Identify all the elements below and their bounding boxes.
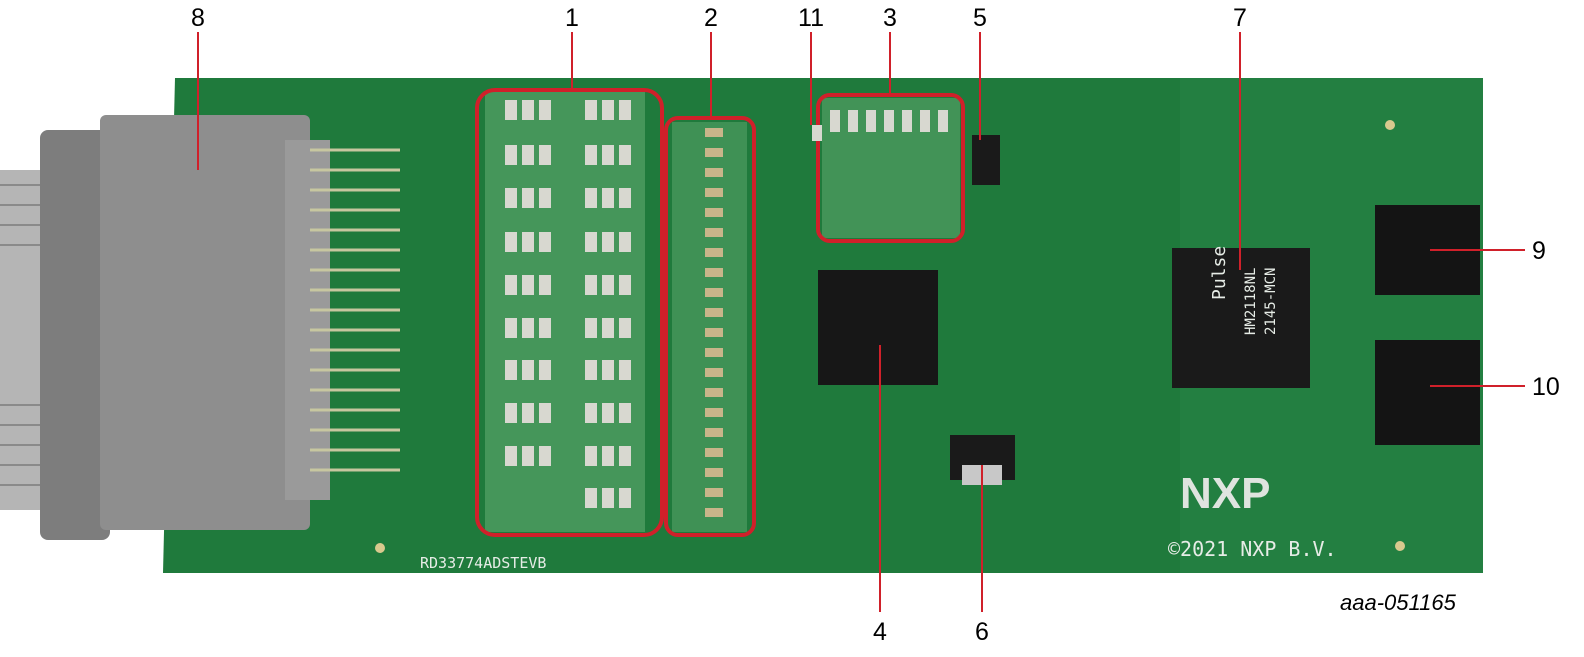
callout-3: 3 [883,4,897,32]
transformer-part: HM2118NL [1243,268,1259,335]
connector-j3 [1375,340,1480,445]
resistor-array-3 [816,93,965,243]
transformer-7: Pulse HM2118NL 2145-MCN [1172,246,1310,388]
main-connector [40,115,400,540]
copyright-text: ©2021 NXP B.V. [1168,537,1337,561]
callout-4: 4 [873,618,887,646]
callout-9: 9 [1532,237,1546,265]
callout-6: 6 [975,618,989,646]
transformer-code: 2145-MCN [1263,268,1279,335]
microcontroller-4 [818,270,938,385]
callout-10: 10 [1532,373,1560,401]
transformer-brand: Pulse [1209,246,1230,300]
ic-5 [972,135,1000,185]
led-11 [812,125,822,141]
callout-1: 1 [565,4,579,32]
resistor-array-1 [475,88,664,537]
mounting-hole [1395,541,1405,551]
mounting-hole [375,543,385,553]
callout-leaders [197,32,1525,612]
callout-11: 11 [798,4,824,32]
callout-2: 2 [704,4,718,32]
capacitor-array-2 [664,116,756,537]
callout-5: 5 [973,4,987,32]
figure-id: aaa-051165 [1340,590,1456,615]
nxp-logo: NXP [1180,469,1270,518]
board-name: RD33774ADSTEVB [420,554,546,572]
mounting-hole [1385,120,1395,130]
callout-7: 7 [1233,4,1247,32]
callout-8: 8 [191,4,205,32]
